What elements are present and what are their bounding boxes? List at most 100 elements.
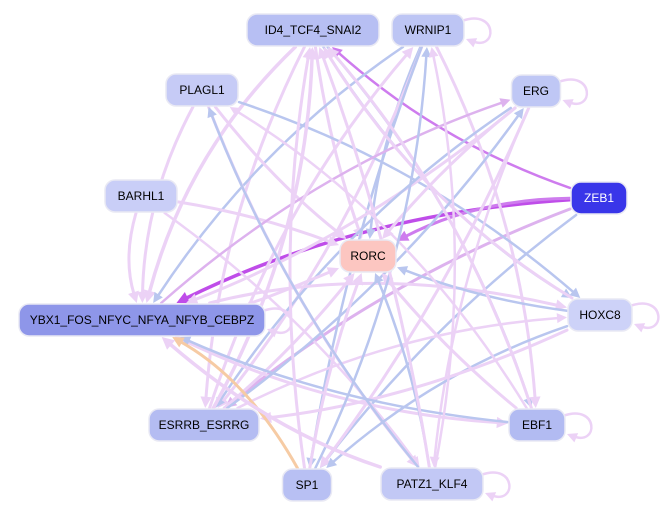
edge-erg-sp1 bbox=[319, 106, 531, 468]
edge-wrnip1-ebf1 bbox=[435, 45, 541, 408]
node-ybx1-fos-nfyc-nfya-nfyb-cebpz[interactable]: YBX1_FOS_NFYC_NFYA_NFYB_CEBPZ bbox=[18, 303, 266, 337]
edge-arrowhead bbox=[229, 107, 241, 117]
node-wrnip1[interactable]: WRNIP1 bbox=[391, 13, 465, 47]
edge-patz1_klf4-plagl1 bbox=[207, 107, 420, 469]
edge-arrowhead bbox=[365, 228, 376, 239]
edge-ybx1_fos_nfyc_nfya_nfyb_cebpz-hoxc8 bbox=[208, 281, 567, 311]
self-loop-hoxc8 bbox=[628, 302, 660, 333]
edge-sp1-ybx1_fos_nfyc_nfya_nfyb_cebpz bbox=[172, 337, 299, 470]
node-box[interactable] bbox=[18, 303, 266, 337]
self-loop-wrnip1 bbox=[460, 17, 492, 48]
edge-arrowhead bbox=[343, 273, 355, 286]
edge-arrowhead bbox=[176, 291, 191, 304]
edge-ybx1_fos_nfyc_nfya_nfyb_cebpz-rorc bbox=[248, 267, 339, 305]
edge-patz1_klf4-ybx1_fos_nfyc_nfya_nfyb_cebpz bbox=[161, 337, 382, 469]
node-patz1-klf4[interactable]: PATZ1_KLF4 bbox=[380, 467, 484, 501]
edge-arrowhead bbox=[513, 108, 524, 120]
node-label: ERG bbox=[523, 84, 549, 98]
edge-arrowhead bbox=[374, 273, 384, 285]
edge-wrnip1-ybx1_fos_nfyc_nfya_nfyb_cebpz bbox=[153, 45, 405, 303]
edge-arrowhead bbox=[186, 293, 199, 305]
edge-arrowhead bbox=[556, 313, 567, 324]
edge-sp1-rorc bbox=[308, 273, 363, 470]
edge-arrowhead bbox=[200, 396, 212, 408]
node-zeb1[interactable]: ZEB1 bbox=[570, 181, 628, 215]
node-box[interactable] bbox=[510, 74, 562, 108]
edge-ebf1-id4_tcf4_snai2 bbox=[327, 47, 533, 410]
node-box[interactable] bbox=[104, 179, 178, 213]
edge-arrowhead bbox=[267, 328, 279, 338]
edge-patz1_klf4-wrnip1 bbox=[428, 47, 457, 469]
node-label: PATZ1_KLF4 bbox=[397, 477, 468, 491]
edge-hoxc8-sp1 bbox=[326, 324, 569, 468]
edge-arrowhead bbox=[317, 47, 329, 60]
edge-esrrb_esrrg-rorc bbox=[222, 273, 355, 410]
edge-arrowhead bbox=[326, 267, 339, 278]
edge-sp1-id4_tcf4_snai2 bbox=[288, 47, 314, 470]
edge-arrowhead bbox=[161, 337, 176, 350]
node-rorc[interactable]: RORC bbox=[339, 239, 397, 273]
edge-arrowhead bbox=[172, 337, 185, 348]
node-label: BARHL1 bbox=[118, 189, 165, 203]
edge-erg-ybx1_fos_nfyc_nfya_nfyb_cebpz bbox=[186, 106, 517, 305]
node-sp1[interactable]: SP1 bbox=[281, 468, 333, 502]
node-ebf1[interactable]: EBF1 bbox=[508, 408, 566, 442]
node-label: EBF1 bbox=[522, 418, 552, 432]
edge-arrowhead bbox=[136, 291, 149, 303]
edge-arrowhead bbox=[319, 455, 332, 468]
edge-barhl1-ybx1_fos_nfyc_nfya_nfyb_cebpz bbox=[127, 211, 139, 303]
node-id4-tcf4-snai2[interactable]: ID4_TCF4_SNAI2 bbox=[246, 13, 380, 47]
node-box[interactable] bbox=[148, 408, 260, 442]
node-box[interactable] bbox=[567, 298, 633, 332]
node-box[interactable] bbox=[281, 468, 333, 502]
edge-arrowhead bbox=[326, 457, 338, 468]
node-label: HOXC8 bbox=[579, 308, 621, 322]
edge-arrowhead bbox=[352, 273, 363, 286]
node-label: PLAGL1 bbox=[179, 83, 225, 97]
self-loop-ebf1 bbox=[561, 412, 593, 443]
self-loop-erg bbox=[557, 78, 589, 109]
node-label: YBX1_FOS_NFYC_NFYA_NFYB_CEBPZ bbox=[30, 313, 255, 327]
edge-arrowhead bbox=[207, 107, 217, 119]
edge-esrrb_esrrg-hoxc8 bbox=[236, 313, 567, 410]
node-box[interactable] bbox=[380, 467, 484, 501]
node-box[interactable] bbox=[246, 13, 380, 47]
edge-arrowhead bbox=[397, 266, 409, 276]
edge-ebf1-plagl1 bbox=[229, 107, 528, 410]
self-loop-patz1_klf4 bbox=[479, 471, 511, 502]
edge-arrowhead bbox=[499, 98, 511, 108]
edge-arrowhead bbox=[326, 235, 339, 247]
node-label: ESRRB_ESRRG bbox=[159, 418, 250, 432]
node-box[interactable] bbox=[508, 408, 566, 442]
node-box[interactable] bbox=[339, 239, 397, 273]
edge-arrowhead bbox=[421, 47, 432, 58]
node-barhl1[interactable]: BARHL1 bbox=[104, 179, 178, 213]
edge-arrowhead bbox=[485, 492, 497, 502]
edge-arrowhead bbox=[554, 299, 567, 311]
edge-arrowhead bbox=[153, 291, 163, 303]
node-label: SP1 bbox=[296, 478, 319, 492]
edge-arrowhead bbox=[327, 47, 340, 60]
node-box[interactable] bbox=[391, 13, 465, 47]
node-label: WRNIP1 bbox=[405, 23, 452, 37]
node-erg[interactable]: ERG bbox=[510, 74, 562, 108]
node-hoxc8[interactable]: HOXC8 bbox=[567, 298, 633, 332]
node-label: RORC bbox=[350, 249, 386, 263]
node-esrrb-esrrg[interactable]: ESRRB_ESRRG bbox=[148, 408, 260, 442]
node-box[interactable] bbox=[570, 181, 628, 215]
edge-arrowhead bbox=[529, 396, 541, 408]
edge-arrowhead bbox=[382, 226, 394, 239]
edge-arrowhead bbox=[466, 38, 478, 48]
edge-layer bbox=[127, 17, 660, 502]
edge-plagl1-rorc bbox=[213, 105, 347, 239]
node-plagl1[interactable]: PLAGL1 bbox=[165, 73, 239, 107]
node-label: ZEB1 bbox=[584, 191, 614, 205]
edge-arrowhead bbox=[334, 227, 347, 239]
node-box[interactable] bbox=[165, 73, 239, 107]
edge-arrowhead bbox=[562, 99, 574, 109]
edge-arrowhead bbox=[567, 433, 579, 443]
edge-ybx1_fos_nfyc_nfya_nfyb_cebpz-erg bbox=[159, 98, 511, 305]
